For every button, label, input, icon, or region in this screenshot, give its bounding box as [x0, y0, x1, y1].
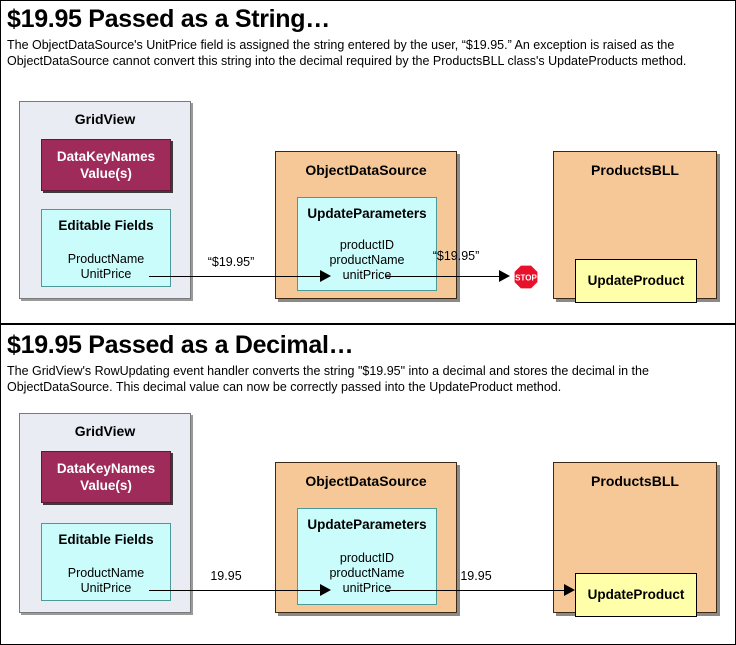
section-title-decimal: $19.95 Passed as a Decimal…	[7, 331, 354, 359]
update-parameters-box-string: UpdateParameters productID productName u…	[297, 197, 437, 291]
arrow-head-gridview-to-ods-string	[320, 270, 331, 282]
datakeynames-box-decimal: DataKeyNames Value(s)	[41, 451, 171, 503]
editable-fields-title-string: Editable Fields	[58, 218, 154, 233]
arrow-head-ods-to-bll-decimal	[564, 584, 575, 596]
editable-field-productname-decimal: ProductName	[67, 566, 145, 580]
arrow-line-ods-to-bll-decimal	[386, 590, 570, 591]
section-decimal-scenario: $19.95 Passed as a Decimal… The GridView…	[1, 323, 735, 644]
objectdatasource-title-decimal: ObjectDataSource	[305, 473, 427, 489]
update-parameters-title-decimal: UpdateParameters	[307, 517, 427, 532]
update-param-productid-decimal: productID	[339, 551, 395, 565]
arrow-line-gridview-to-ods-string	[149, 276, 324, 277]
arrow-line-ods-to-stop-string	[386, 276, 503, 277]
gridview-title-string: GridView	[74, 111, 136, 127]
datakeynames-box-string: DataKeyNames Value(s)	[41, 139, 171, 191]
section-description-decimal: The GridView's RowUpdating event handler…	[7, 364, 649, 394]
datakeynames-line1-string: DataKeyNames	[56, 149, 156, 164]
arrow-label-ods-to-bll-string: “$19.95”	[432, 249, 480, 263]
update-param-unitprice-decimal: unitPrice	[342, 581, 392, 595]
update-param-unitprice-string: unitPrice	[342, 268, 392, 282]
datakeynames-line2-string: Value(s)	[80, 166, 132, 181]
editable-field-unitprice-decimal: UnitPrice	[80, 581, 132, 595]
updateproduct-label-decimal: UpdateProduct	[587, 587, 685, 602]
editable-fields-box-decimal: Editable Fields ProductName UnitPrice	[41, 523, 171, 601]
productsbll-title-decimal: ProductsBLL	[591, 473, 679, 489]
section-string-scenario: $19.95 Passed as a String… The ObjectDat…	[1, 1, 735, 323]
updateproduct-label-string: UpdateProduct	[587, 273, 685, 288]
arrow-head-ods-to-stop-string	[499, 270, 510, 282]
updateproduct-box-string: UpdateProduct	[575, 259, 697, 303]
update-param-productid-string: productID	[339, 238, 395, 252]
datakeynames-line1-decimal: DataKeyNames	[56, 461, 156, 476]
arrow-line-gridview-to-ods-decimal	[149, 590, 324, 591]
update-param-productname-string: productName	[329, 253, 405, 267]
datakeynames-line2-decimal: Value(s)	[80, 478, 132, 493]
updateproduct-box-decimal: UpdateProduct	[575, 573, 697, 617]
arrow-label-ods-to-bll-decimal: 19.95	[460, 569, 492, 583]
editable-field-productname-string: ProductName	[67, 252, 145, 266]
gridview-title-decimal: GridView	[74, 423, 136, 439]
objectdatasource-title-string: ObjectDataSource	[305, 162, 427, 178]
update-parameters-title-string: UpdateParameters	[307, 206, 427, 221]
section-title-string: $19.95 Passed as a String…	[7, 5, 330, 33]
update-param-productname-decimal: productName	[329, 566, 405, 580]
section-description-string: The ObjectDataSource's UnitPrice field i…	[7, 38, 687, 68]
editable-fields-title-decimal: Editable Fields	[58, 532, 154, 547]
stop-sign-icon: STOP	[513, 264, 539, 290]
productsbll-title-string: ProductsBLL	[591, 162, 679, 178]
editable-fields-box-string: Editable Fields ProductName UnitPrice	[41, 209, 171, 287]
arrow-head-gridview-to-ods-decimal	[320, 584, 331, 596]
arrow-label-gridview-to-ods-decimal: 19.95	[210, 569, 242, 583]
svg-text:STOP: STOP	[515, 274, 537, 283]
arrow-label-gridview-to-ods-string: “$19.95”	[207, 255, 255, 269]
editable-field-unitprice-string: UnitPrice	[80, 267, 132, 281]
